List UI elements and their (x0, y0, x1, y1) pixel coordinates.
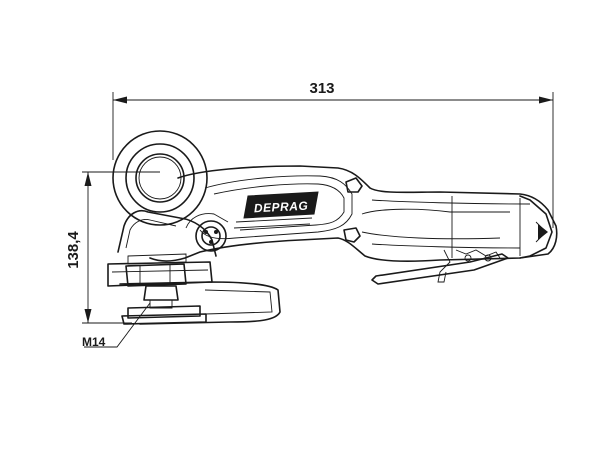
lower-clip (343, 227, 361, 243)
vent-line-2 (233, 223, 311, 229)
rear-cap-arrow-fill (538, 224, 548, 240)
housing-outline (149, 165, 558, 262)
rear-end-cap (519, 195, 553, 259)
angle-grinder: DEPRAG (107, 130, 558, 325)
valve-hole-2 (214, 230, 218, 234)
height-arrow-top (84, 172, 92, 186)
handle-grip-curve (361, 208, 510, 215)
valve-collar (185, 213, 229, 229)
thread-label: M14 (82, 335, 106, 349)
logo-badge (243, 191, 319, 219)
length-dimension: 313 (112, 80, 554, 228)
gear-head (117, 210, 217, 257)
lever-pin (464, 254, 472, 262)
height-dimension: 138,4 (65, 171, 160, 324)
grinding-disc (121, 313, 207, 325)
handle-upper-line (371, 199, 531, 205)
upper-clip (345, 177, 363, 193)
valve-hole-3 (209, 240, 213, 244)
air-valve (185, 213, 229, 252)
height-value: 138,4 (65, 231, 82, 269)
lever-pin-2 (484, 254, 492, 262)
paddle-lever (371, 253, 509, 285)
disc-backing (127, 305, 201, 319)
lever-pivot (437, 249, 451, 283)
lever-spring (455, 249, 501, 259)
side-handle (112, 130, 208, 226)
brand-logo: DEPRAG (243, 191, 319, 219)
side-handle-core (138, 156, 182, 200)
housing-inner-contour-2 (213, 183, 345, 231)
side-handle-inner (135, 153, 185, 203)
valve-inner (201, 226, 221, 246)
vent-line-1 (235, 217, 313, 223)
height-arrow-bottom (84, 309, 92, 323)
side-handle-ring (125, 143, 195, 213)
handle-grip-curve-2 (361, 231, 501, 240)
spindle-nut (149, 299, 173, 309)
disc-guard (119, 281, 281, 325)
thread-callout: M14 (82, 302, 151, 349)
valve-hole-1 (204, 230, 208, 234)
disc-guard-inner (204, 289, 273, 315)
handle-lower-line (371, 243, 521, 249)
gear-head-inner (125, 219, 177, 249)
guard-flange-line (111, 269, 209, 273)
spindle (143, 285, 179, 301)
flange-nut (125, 263, 187, 287)
spindle-top (127, 253, 187, 265)
length-arrow-left (113, 96, 127, 104)
logo-text: DEPRAG (254, 199, 309, 216)
length-value: 313 (309, 80, 334, 97)
length-arrow-right (539, 96, 553, 104)
valve-outer (195, 220, 227, 252)
side-handle-outer (112, 130, 208, 226)
